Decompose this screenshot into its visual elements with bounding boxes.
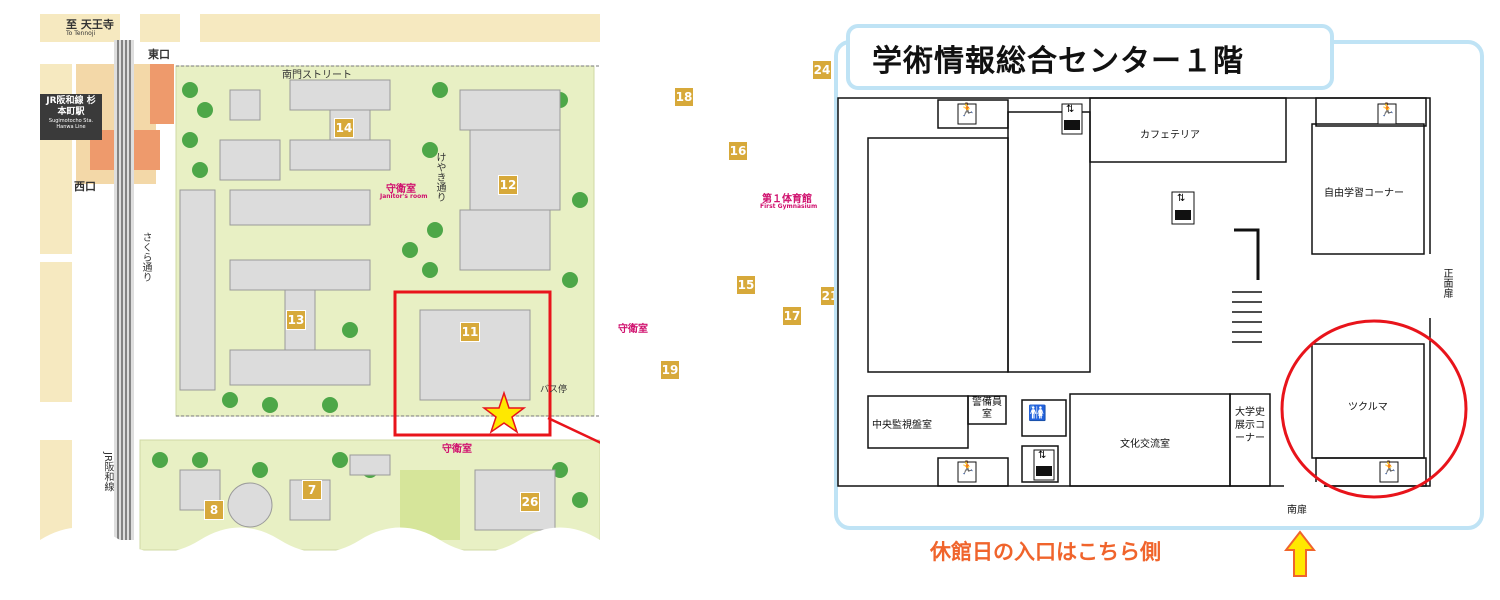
building-19-label: 19 — [660, 360, 680, 380]
tennoji-label: 至 天王寺 — [66, 18, 114, 31]
emergency-exit-icon: 🏃 — [959, 461, 976, 476]
elevator-icon: ⇅ — [1177, 193, 1186, 204]
closed-day-entrance-notice: 休館日の入口はこちら側 — [930, 540, 1161, 564]
bus-stop-label: バス停 — [540, 385, 568, 395]
cafeteria-label: カフェテリア — [1140, 130, 1200, 141]
free-learning-label: 自由学習コーナー — [1324, 188, 1404, 199]
guard-room-label: 守衛室 — [442, 444, 472, 455]
tennoji-sub-label: To Tennoji — [66, 30, 96, 37]
building-14-label: 14 — [334, 118, 354, 138]
building-8-label: 8 — [204, 500, 224, 520]
building-18-label: 18 — [674, 87, 694, 107]
station-label: JR阪和線 杉本町駅 — [46, 96, 96, 117]
south-door-label: 南扉 — [1287, 505, 1307, 516]
floor-plan-title-box: 学術情報総合センター１階 — [846, 24, 1334, 90]
building-13-label: 13 — [286, 310, 306, 330]
emergency-exit-icon: 🏃 — [959, 103, 976, 118]
west-exit-label: 西口 — [74, 180, 96, 193]
building-16-label: 16 — [728, 141, 748, 161]
east-exit-label: 東口 — [148, 48, 170, 61]
culture-exchange-label: 文化交流室 — [1120, 439, 1170, 450]
campus-map: 至 天王寺 To Tennoji 東口 西口 JR阪和線 杉本町駅 Sugimo… — [0, 0, 840, 560]
central-monitoring-label: 中央監視盤室 — [872, 420, 932, 431]
elevator-icon: ⇅ — [1038, 450, 1047, 461]
gym-sub-label: First Gymnasium — [760, 203, 818, 210]
keyaki-road-label: けやき通り — [434, 152, 445, 202]
floor-plan-graphic — [837, 97, 1468, 499]
tsukuruma-label: ツクルマ — [1348, 402, 1388, 413]
building-15-label: 15 — [736, 275, 756, 295]
building-7-label: 7 — [302, 480, 322, 500]
station-sub-label: Sugimotocho Sta. Hanwa Line — [48, 118, 94, 130]
guard-room-label: 守衛室 — [386, 184, 416, 195]
building-11-label: 11 — [460, 322, 480, 342]
elevator-icon: ⇅ — [1066, 104, 1075, 115]
south-gate-street-label: 南門ストリート — [282, 70, 352, 81]
guard-room-label: 守衛室 — [618, 324, 648, 335]
front-door-label: 正面扉 — [1441, 268, 1452, 298]
emergency-exit-icon: 🏃 — [1379, 103, 1396, 118]
building-12-label: 12 — [498, 175, 518, 195]
building-26-label: 26 — [520, 492, 540, 512]
campus-map-graphic — [40, 14, 600, 560]
station-box: JR阪和線 杉本町駅 Sugimotocho Sta. Hanwa Line — [40, 94, 102, 140]
gym-label: 第１体育館 — [762, 194, 812, 205]
emergency-exit-icon: 🏃 — [1381, 461, 1398, 476]
jr-line-vertical-label: JR阪和線 — [102, 452, 113, 492]
building-17-label: 17 — [782, 306, 802, 326]
history-corner-label: 大学史展示コーナー — [1235, 407, 1265, 444]
guard-room-sub-label: Janitor's room — [380, 193, 428, 200]
guard-room-label: 警備員室 — [972, 397, 1002, 420]
up-arrow-icon — [1284, 530, 1316, 577]
restroom-icon: 🚻 — [1028, 404, 1047, 422]
sakura-road-label: さくら通り — [140, 232, 151, 282]
floor-plan-title: 学術情報総合センター１階 — [872, 44, 1244, 79]
building-24-label: 24 — [812, 60, 832, 80]
